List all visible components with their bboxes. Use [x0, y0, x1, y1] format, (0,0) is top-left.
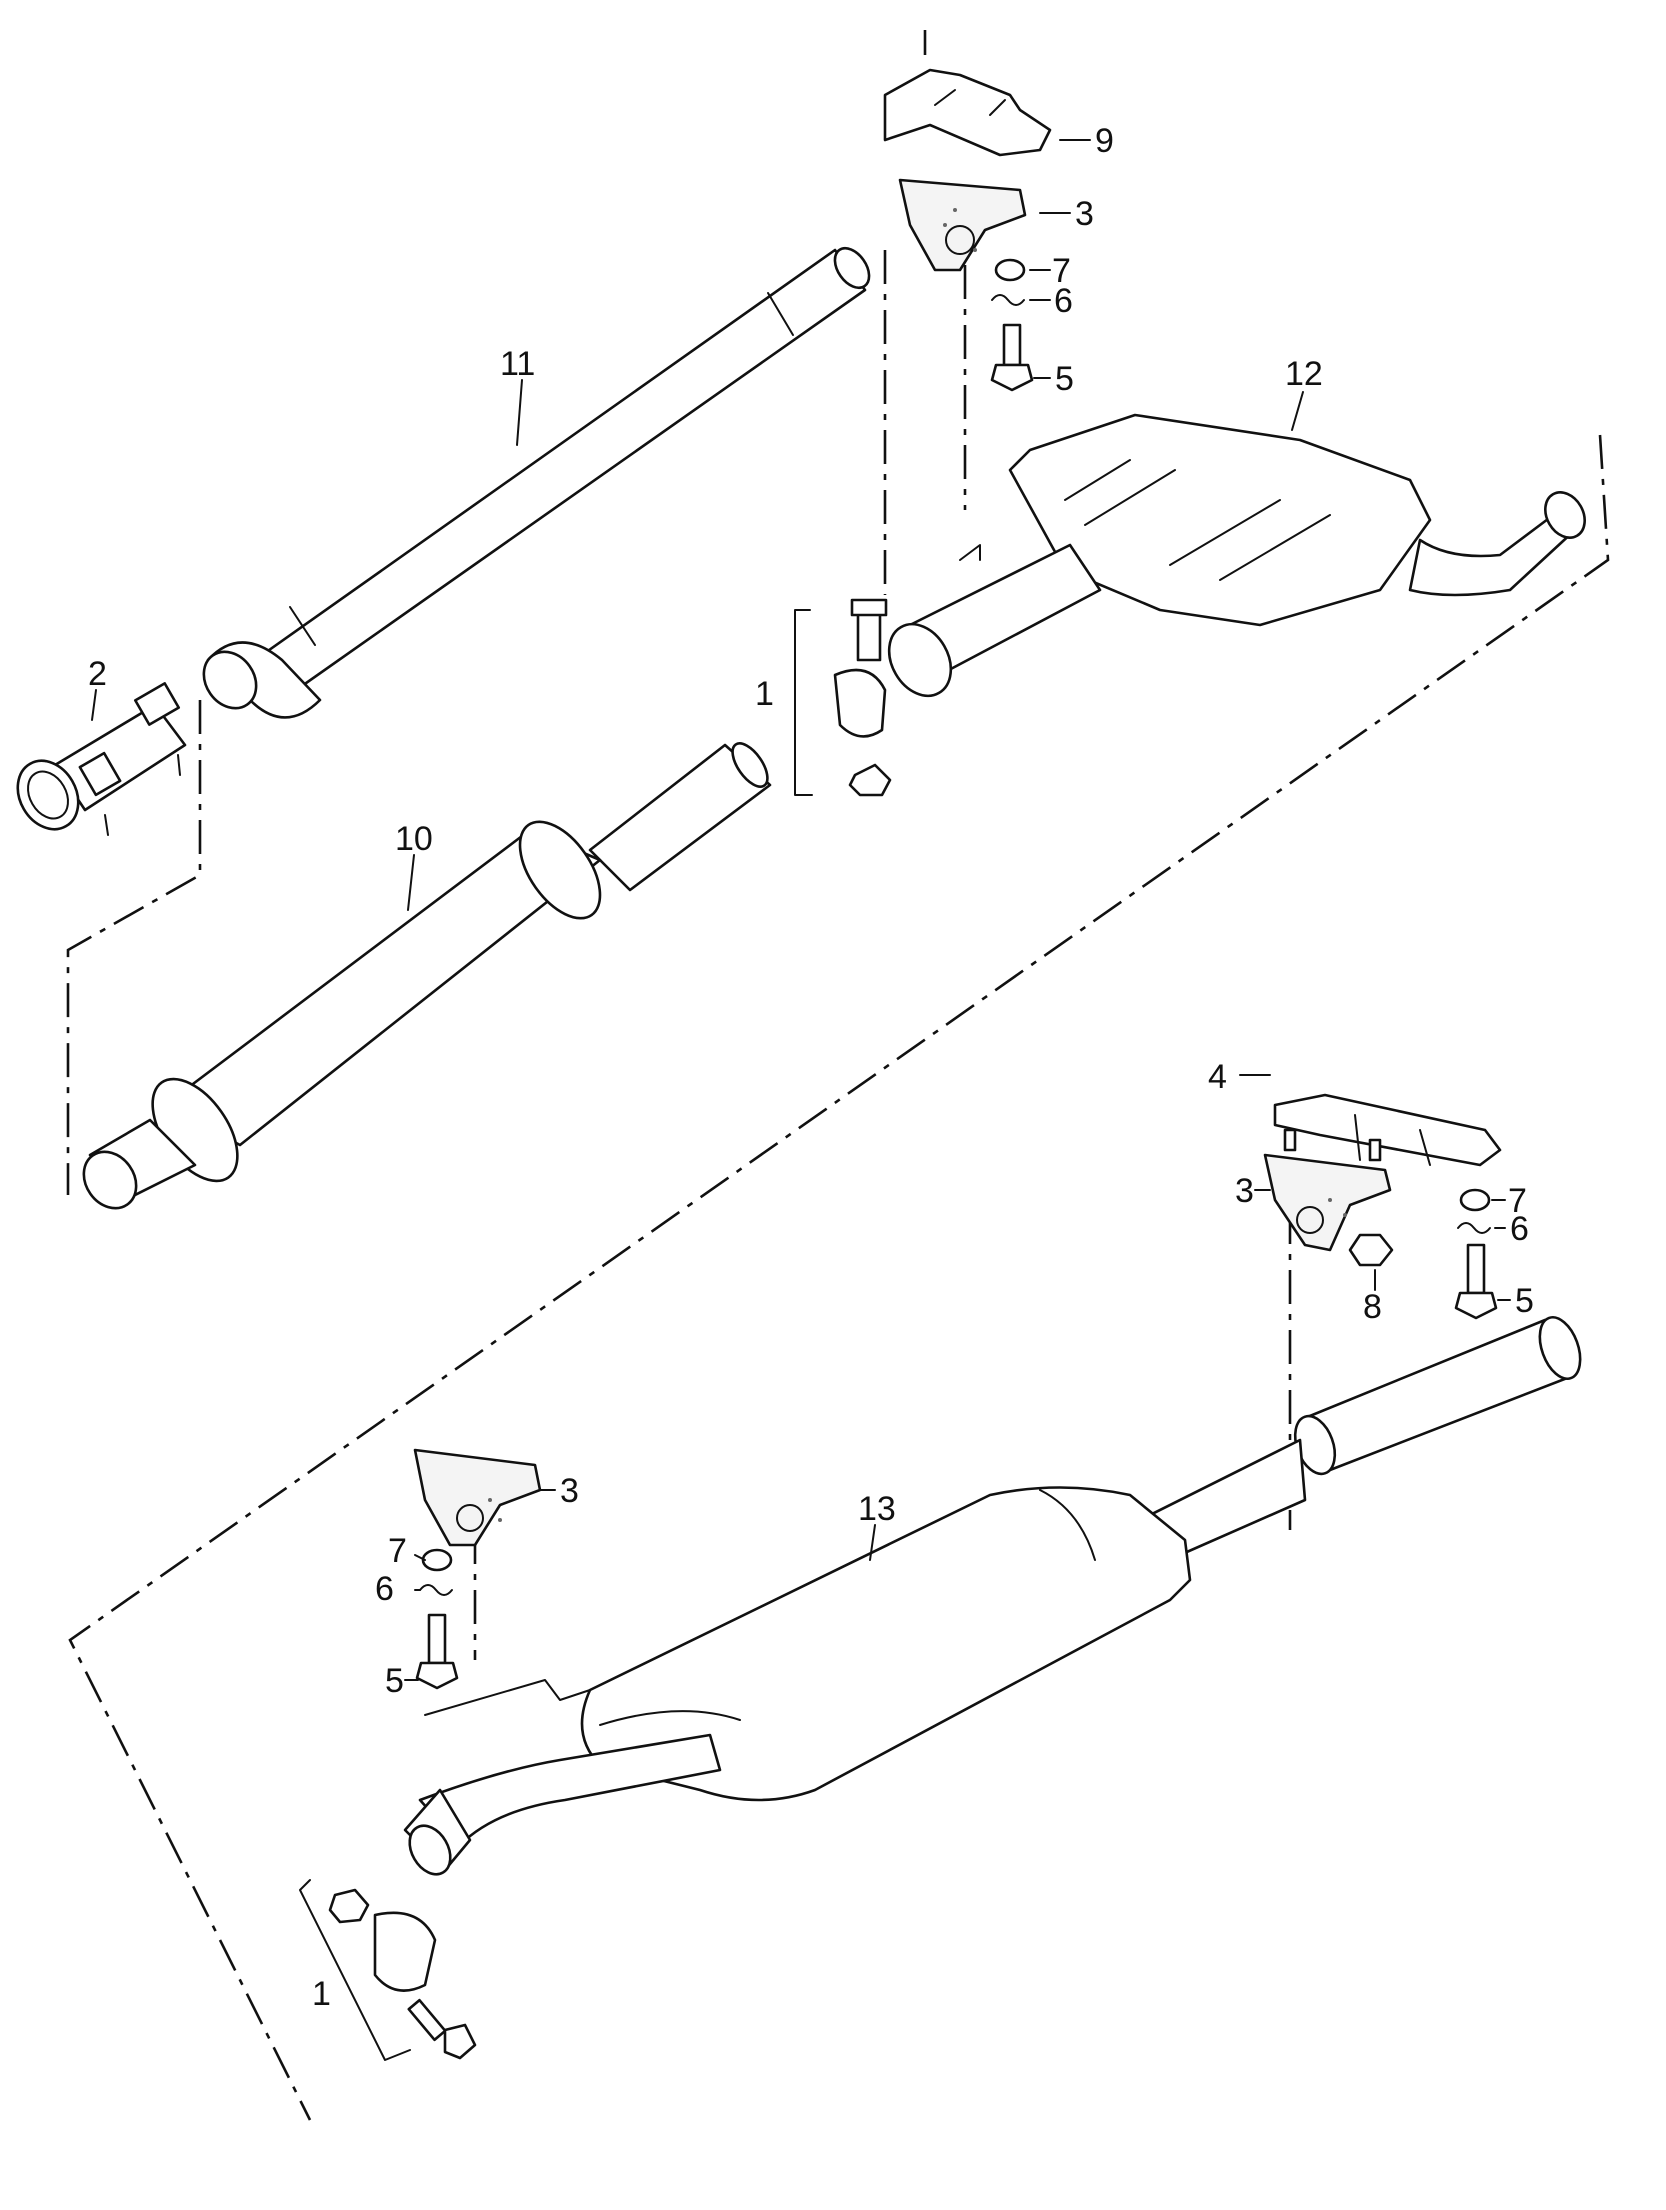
callout-12: 12: [1285, 355, 1323, 393]
part-12-center-muffler: [887, 413, 1586, 698]
part-5-bolt-bottom: [415, 1613, 459, 1690]
part-3-rubber-mount-right: [1263, 1153, 1392, 1252]
callout-6-bottom: 6: [375, 1570, 394, 1608]
callout-3-right: 3: [1235, 1172, 1254, 1210]
part-1-clamp-kit-bottom: [299, 1879, 477, 2061]
callout-13: 13: [858, 1490, 896, 1528]
callout-1-top: 1: [755, 675, 774, 713]
part-1-clamp-kit-top: [794, 598, 892, 797]
callout-5-bottom: 5: [385, 1662, 404, 1700]
callout-8: 8: [1363, 1288, 1382, 1326]
callout-9: 9: [1095, 122, 1114, 160]
part-7-washer-right: [1459, 1188, 1491, 1212]
callout-3-bottom: 3: [560, 1472, 579, 1510]
part-5-bolt-top: [990, 323, 1034, 392]
callout-6-right: 6: [1510, 1210, 1529, 1248]
part-6-spring-washer-bottom: [419, 1584, 453, 1596]
callout-labels: 11 12 10 2 1 9 3 7 6 5 4 3 8 7 6 5 13 3 …: [88, 122, 1534, 2013]
callout-leaders: [91, 139, 1511, 1681]
callout-11: 11: [500, 345, 535, 383]
callout-10: 10: [395, 820, 433, 858]
callout-4: 4: [1208, 1058, 1227, 1096]
callout-1-bottom: 1: [312, 1975, 331, 2013]
callout-2: 2: [88, 655, 107, 693]
part-9-bracket: [883, 68, 1052, 157]
part-6-spring-washer-right: [1457, 1222, 1491, 1234]
callout-7-bottom: 7: [388, 1532, 407, 1570]
callout-7-right: 7: [1508, 1182, 1527, 1220]
part-5-bolt-right: [1454, 1243, 1498, 1320]
part-3-rubber-mount-bottom: [413, 1448, 542, 1547]
callout-3-top: 3: [1075, 195, 1094, 233]
callout-6-top: 6: [1054, 282, 1073, 320]
part-7-washer-top: [994, 258, 1026, 282]
part-8-nut: [1348, 1233, 1394, 1267]
callout-5-top: 5: [1055, 360, 1074, 398]
part-6-spring-washer-top: [991, 294, 1025, 306]
part-7-washer-bottom: [421, 1548, 453, 1572]
callout-5-right: 5: [1515, 1282, 1534, 1320]
part-2-pipe-clamp: [16, 682, 187, 836]
callout-7-top: 7: [1052, 252, 1071, 290]
part-11-intermediate-pipe: [202, 246, 871, 719]
part-4-hanger-bracket: [1273, 1093, 1502, 1167]
part-13-rear-muffler: [403, 1316, 1582, 1876]
part-10-front-muffler: [82, 742, 772, 1210]
part-3-rubber-mount-top: [898, 178, 1027, 272]
